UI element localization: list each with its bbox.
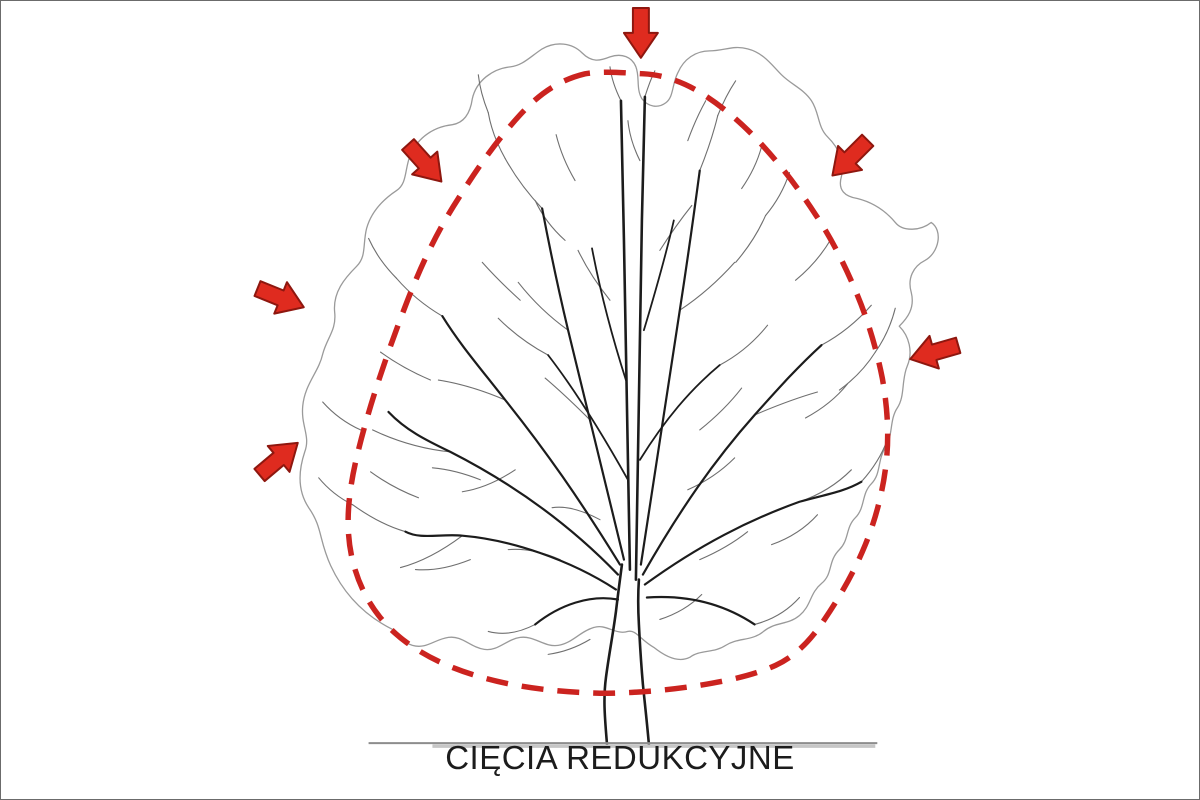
tree-crown-outline — [299, 43, 939, 661]
reduction-arrow-left — [253, 280, 305, 315]
ground-line — [368, 742, 878, 748]
reduction-arrow-top — [622, 6, 659, 59]
caption: CIĘCIA REDUKCYJNE — [445, 739, 795, 776]
reduction-arrow-lower-left — [253, 441, 299, 483]
tree-branches — [387, 95, 863, 626]
reduction-arrow-right — [909, 334, 962, 370]
reduction-arrow-upper-right — [831, 133, 875, 177]
reduction-arrow-upper-left — [401, 138, 443, 183]
reduction-arrows — [253, 6, 962, 483]
tree-trunk — [603, 563, 651, 746]
tree-twigs — [318, 66, 896, 655]
